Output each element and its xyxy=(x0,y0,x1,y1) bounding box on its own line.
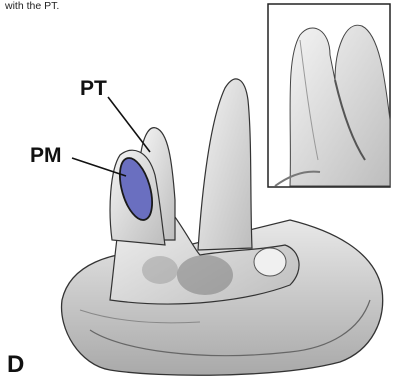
panel-letter: D xyxy=(7,351,24,379)
pt-pointer-line xyxy=(108,97,150,152)
label-pm: PM xyxy=(30,144,62,168)
label-pt: PT xyxy=(80,77,107,101)
right-cusp xyxy=(198,79,252,250)
inset-panel xyxy=(268,4,390,187)
